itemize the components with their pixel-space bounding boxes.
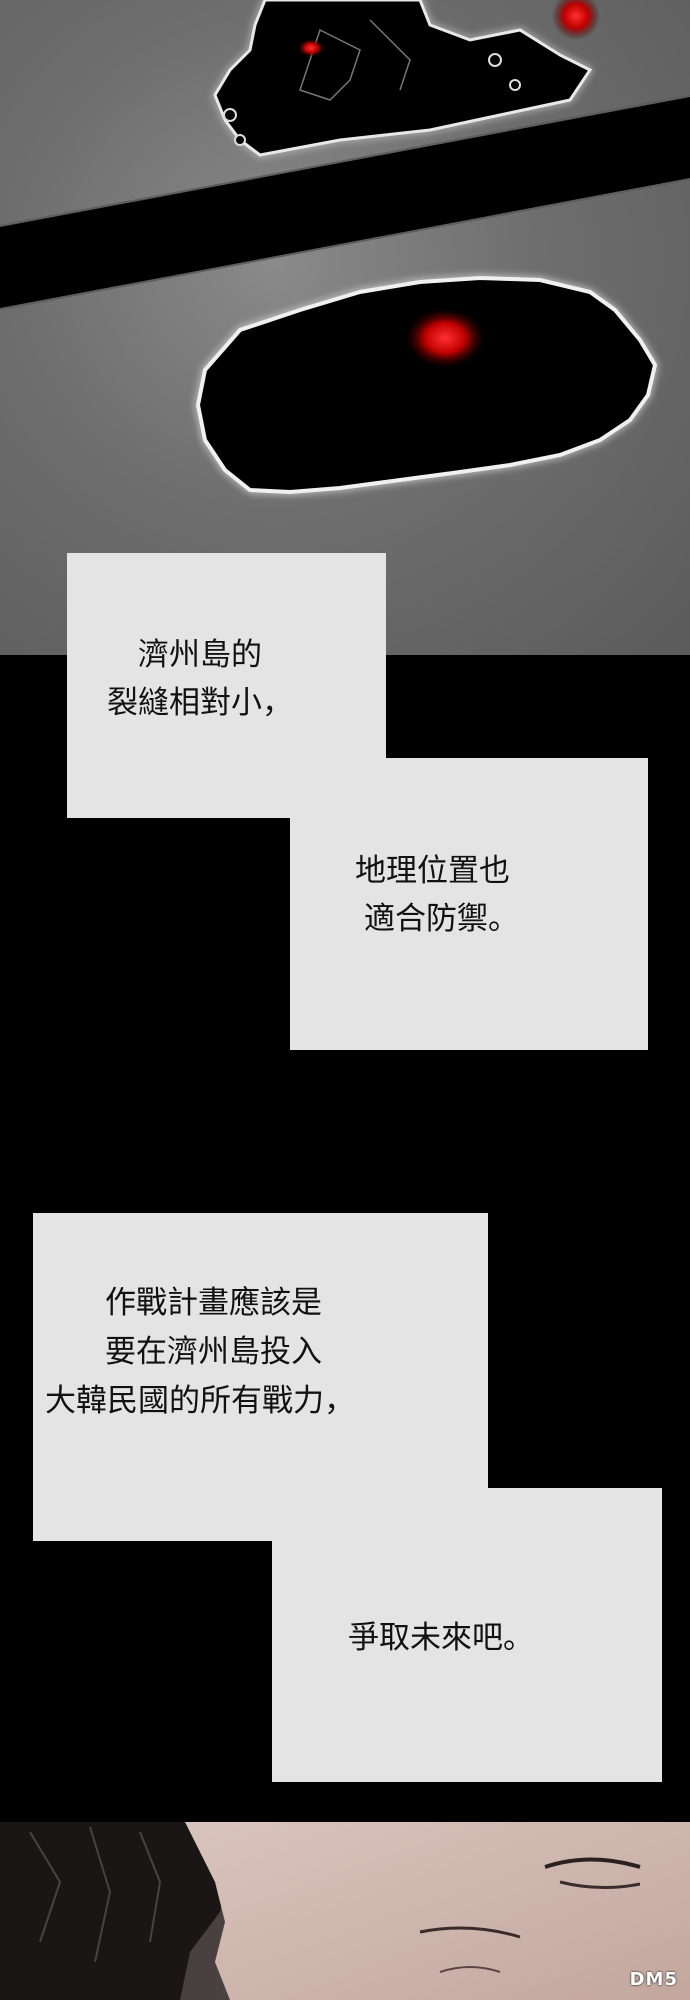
rift-marker-small bbox=[298, 39, 324, 57]
diagonal-divider bbox=[0, 95, 690, 310]
caption-3-line-2: 要在濟州島投入 bbox=[105, 1334, 322, 1370]
map-illustration bbox=[0, 0, 690, 495]
jeju-island-shape bbox=[195, 275, 658, 495]
peninsula-shape bbox=[213, 0, 600, 157]
jeju-rift-marker bbox=[405, 308, 485, 368]
watermark-logo: DM5 bbox=[629, 1969, 678, 1990]
character-panel: DM5 bbox=[0, 1822, 690, 2000]
caption-1-line-2: 裂縫相對小， bbox=[107, 685, 293, 721]
rift-marker-large bbox=[552, 0, 600, 40]
caption-box-3 bbox=[33, 1213, 488, 1541]
caption-1-line-1: 濟州島的 bbox=[138, 637, 262, 673]
caption-box-4 bbox=[272, 1488, 662, 1782]
caption-box-2 bbox=[290, 758, 648, 1050]
caption-3-line-1: 作戰計畫應該是 bbox=[105, 1285, 322, 1321]
caption-3-line-3: 大韓民國的所有戰力， bbox=[45, 1383, 355, 1419]
caption-2-line-1: 地理位置也 bbox=[355, 853, 510, 889]
hair-shape bbox=[0, 1822, 230, 2000]
character-illustration bbox=[0, 1822, 690, 2000]
caption-4-line-1: 爭取未來吧。 bbox=[348, 1620, 534, 1656]
map-panel bbox=[0, 0, 690, 655]
face-shape bbox=[185, 1822, 690, 2000]
caption-2-line-2: 適合防禦。 bbox=[364, 901, 519, 937]
